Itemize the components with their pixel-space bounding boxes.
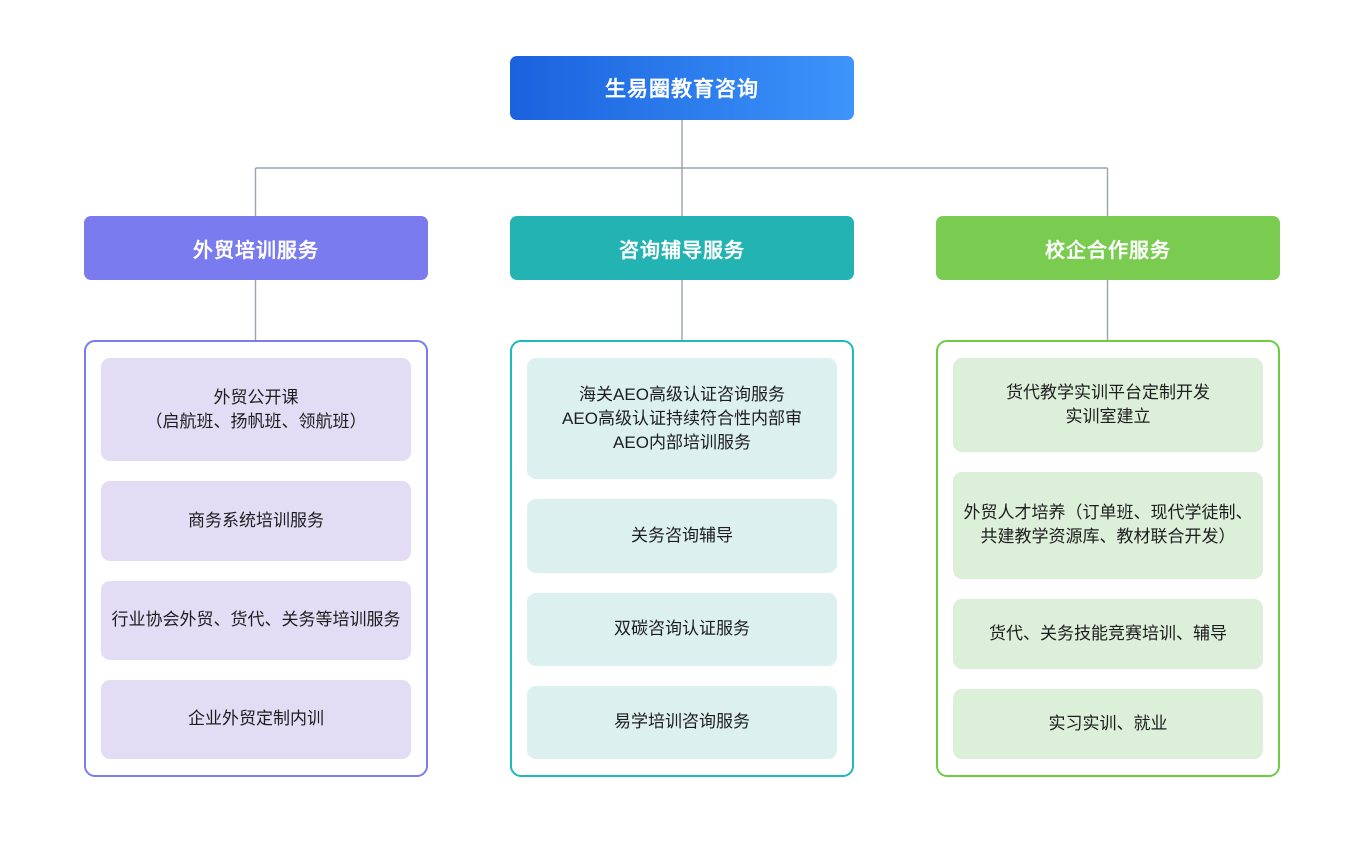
branch-header-3[interactable]: 校企合作服务	[936, 216, 1280, 280]
list-item-label: 外贸人才培养（订单班、现代学徒制、共建教学资源库、教材联合开发）	[963, 503, 1253, 547]
list-item[interactable]: 商务系统培训服务	[101, 481, 411, 561]
list-item-label: 实习实训、就业	[1048, 713, 1168, 733]
branch-column-1: 外贸培训服务	[84, 216, 428, 280]
list-item-label: 货代教学实训平台定制开发 实训室建立	[1006, 383, 1210, 427]
branch-header-3-label: 校企合作服务	[1045, 239, 1171, 262]
list-item[interactable]: 行业协会外贸、货代、关务等培训服务	[101, 580, 411, 660]
list-item-label: 商务系统培训服务	[188, 510, 324, 530]
branch-items-container-3: 货代教学实训平台定制开发 实训室建立 外贸人才培养（订单班、现代学徒制、共建教学…	[936, 340, 1280, 777]
list-item[interactable]: 双碳咨询认证服务	[527, 592, 837, 666]
list-item[interactable]: 易学培训咨询服务	[527, 685, 837, 759]
branch-column-2: 咨询辅导服务	[510, 216, 854, 280]
branch-items-container-1: 外贸公开课 （启航班、扬帆班、领航班） 商务系统培训服务 行业协会外贸、货代、关…	[84, 340, 428, 777]
branch-header-1[interactable]: 外贸培训服务	[84, 216, 428, 280]
list-item-label: 双碳咨询认证服务	[614, 619, 750, 639]
list-item-label: 企业外贸定制内训	[188, 709, 324, 729]
list-item[interactable]: 企业外贸定制内训	[101, 679, 411, 759]
branch-items-container-2: 海关AEO高级认证咨询服务 AEO高级认证持续符合性内部审 AEO内部培训服务 …	[510, 340, 854, 777]
list-item-label: 易学培训咨询服务	[614, 712, 750, 732]
list-item-label: 外贸公开课 （启航班、扬帆班、领航班）	[145, 387, 367, 431]
branch-column-3: 校企合作服务	[936, 216, 1280, 280]
list-item[interactable]: 货代教学实训平台定制开发 实训室建立	[953, 358, 1263, 453]
list-item[interactable]: 外贸人才培养（订单班、现代学徒制、共建教学资源库、教材联合开发）	[953, 472, 1263, 579]
list-item-label: 货代、关务技能竞赛培训、辅导	[989, 623, 1227, 643]
root-node-label: 生易圈教育咨询	[605, 78, 759, 101]
list-item[interactable]: 关务咨询辅导	[527, 499, 837, 573]
list-item-label: 行业协会外贸、货代、关务等培训服务	[111, 610, 401, 630]
list-item[interactable]: 实习实训、就业	[953, 688, 1263, 759]
list-item-label: 关务咨询辅导	[631, 525, 733, 545]
branch-header-1-label: 外贸培训服务	[193, 239, 319, 262]
list-item[interactable]: 外贸公开课 （启航班、扬帆班、领航班）	[101, 358, 411, 462]
root-node[interactable]: 生易圈教育咨询	[510, 56, 854, 120]
list-item[interactable]: 海关AEO高级认证咨询服务 AEO高级认证持续符合性内部审 AEO内部培训服务	[527, 358, 837, 480]
branch-header-2-label: 咨询辅导服务	[619, 239, 745, 262]
list-item[interactable]: 货代、关务技能竞赛培训、辅导	[953, 598, 1263, 669]
branch-header-2[interactable]: 咨询辅导服务	[510, 216, 854, 280]
list-item-label: 海关AEO高级认证咨询服务 AEO高级认证持续符合性内部审 AEO内部培训服务	[562, 384, 802, 452]
